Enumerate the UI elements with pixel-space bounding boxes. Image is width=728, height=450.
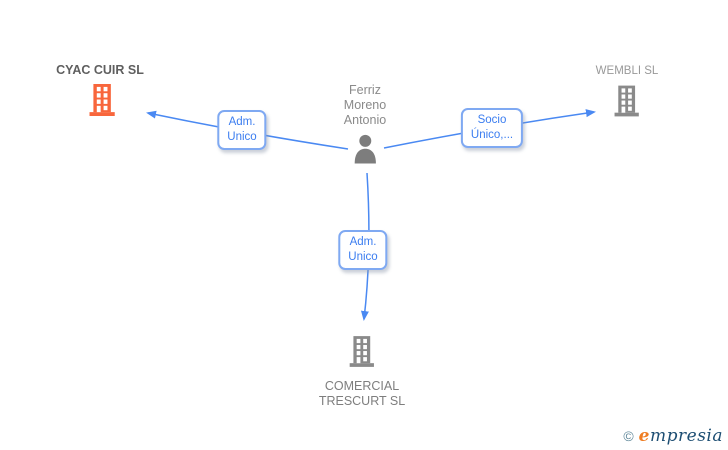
node-company-cyac-cuir[interactable]: CYAC CUIR SL <box>56 63 144 121</box>
company-name-line: TRESCURT SL <box>318 394 406 408</box>
edge-label-socio-unico[interactable]: Socio Único,... <box>460 108 524 148</box>
brand-rest: mpresia <box>650 426 723 446</box>
edge-label-line: Unico <box>227 131 257 143</box>
edge-label-adm-unico-left[interactable]: Adm. Unico <box>217 110 267 150</box>
person-name: Ferriz Moreno Antonio <box>344 83 386 128</box>
edge-label-line: Adm. <box>228 116 256 128</box>
building-icon <box>348 335 376 368</box>
edge-label-line: Unico <box>348 251 378 263</box>
brand-initial: e <box>638 426 650 446</box>
person-icon <box>352 134 379 164</box>
building-icon <box>613 85 641 117</box>
company-name: COMERCIAL TRESCURT SL <box>319 379 405 409</box>
edge-label-adm-unico-bottom[interactable]: Adm. Unico <box>338 230 388 270</box>
node-company-comercial-trescurt[interactable]: COMERCIAL TRESCURT SL <box>319 335 405 409</box>
person-name-line: Moreno <box>343 98 387 112</box>
brand-wordmark: empresia <box>639 426 723 446</box>
company-name: CYAC CUIR SL <box>56 63 144 77</box>
node-person-ferriz-moreno-antonio[interactable]: Ferriz Moreno Antonio <box>344 83 386 169</box>
person-name-line: Ferriz <box>349 83 381 97</box>
edge-label-line: Único,... <box>470 129 514 141</box>
empresia-logo[interactable]: © empresia <box>623 426 723 446</box>
company-name: WEMBLI SL <box>595 65 659 77</box>
edge-label-line: Socio <box>477 114 507 126</box>
building-icon <box>87 84 117 116</box>
node-company-wembli[interactable]: WEMBLI SL <box>595 64 659 122</box>
copyright-icon: © <box>623 428 634 444</box>
person-name-line: Antonio <box>343 113 387 127</box>
edge-label-line: Adm. <box>349 236 377 248</box>
company-name-line: COMERCIAL <box>324 379 400 393</box>
